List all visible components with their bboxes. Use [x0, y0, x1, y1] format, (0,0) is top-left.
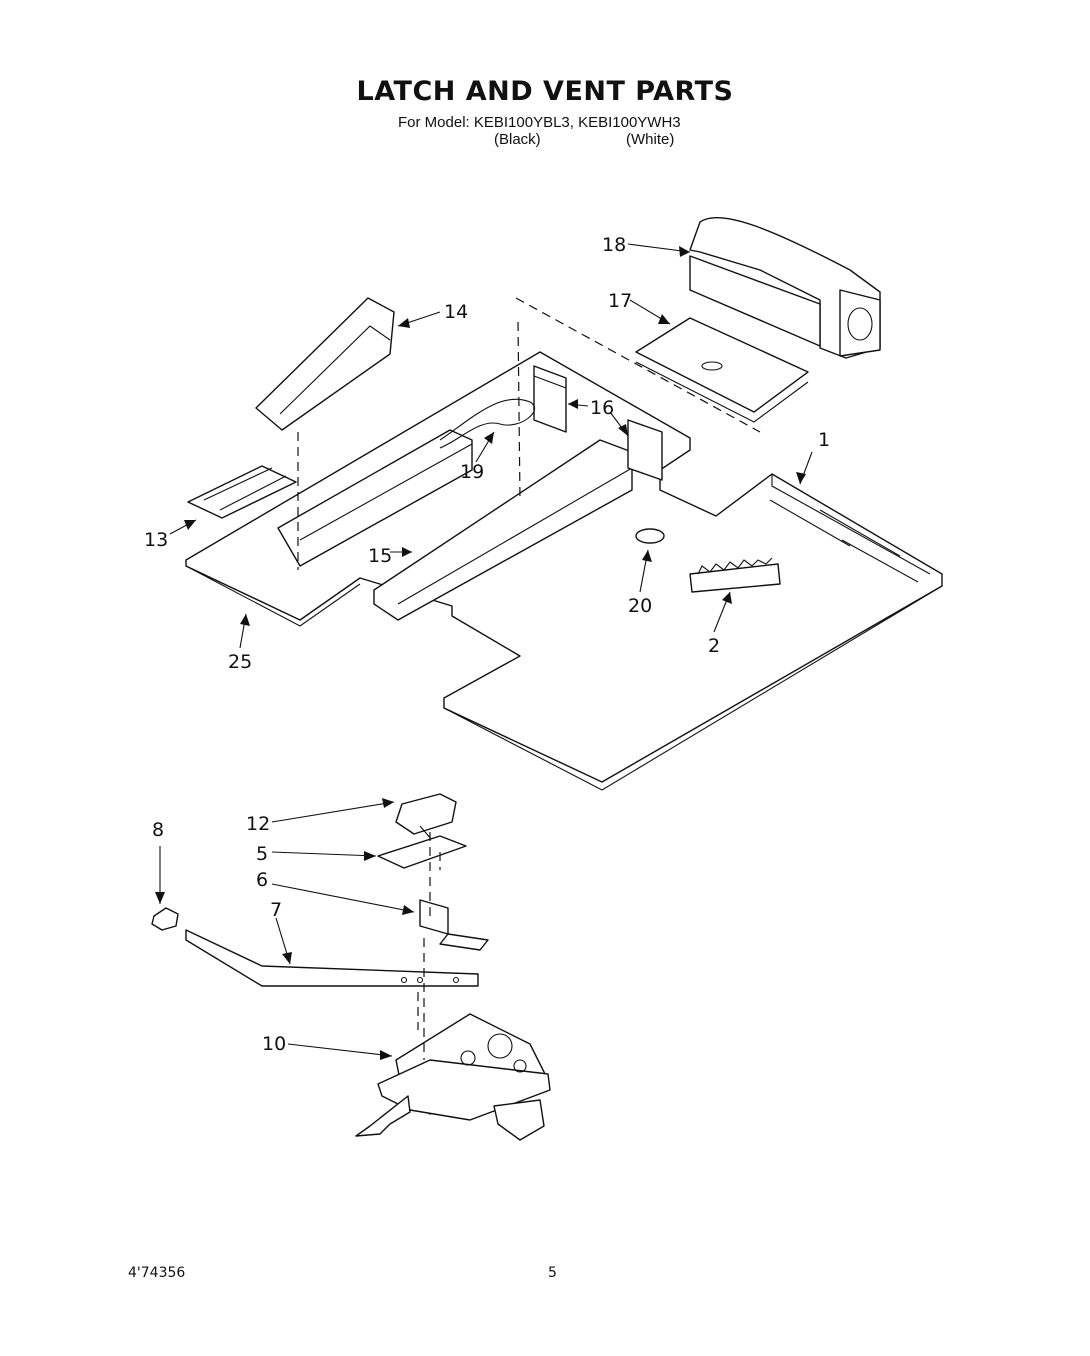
part-13-plate [187, 465, 297, 519]
page-number: 5 [548, 1265, 557, 1281]
part-19-hose [439, 398, 536, 449]
part-17-mounting-plate [635, 317, 809, 423]
callout-19: 19 [460, 461, 484, 483]
leader-lines [155, 243, 813, 1060]
callout-8: 8 [152, 819, 164, 841]
callout-1: 1 [818, 429, 830, 451]
part-18-fan-motor [689, 216, 881, 359]
model-line: For Model: KEBI100YBL3, KEBI100YWH3 [398, 114, 681, 131]
callout-2: 2 [708, 635, 720, 657]
callout-7: 7 [270, 899, 282, 921]
part-8-bumper [151, 907, 179, 931]
callout-17: 17 [608, 290, 632, 312]
variant-white-label: (White) [626, 131, 675, 148]
document-number: 4'74356 [128, 1265, 186, 1281]
callout-16: 16 [590, 397, 614, 419]
part-7-latch-rod [185, 929, 479, 987]
callout-12: 12 [246, 813, 270, 835]
callout-10: 10 [262, 1033, 286, 1055]
variant-black-label: (Black) [494, 131, 541, 148]
callout-15: 15 [368, 545, 392, 567]
callout-18: 18 [602, 234, 626, 256]
part-14-vent-hood [255, 297, 395, 431]
callout-25: 25 [228, 651, 252, 673]
part-1-top-panel [185, 351, 943, 791]
callout-14: 14 [444, 301, 468, 323]
part-6-shield [419, 899, 489, 951]
part-15-vent-ducts [277, 429, 633, 621]
callout-6: 6 [256, 869, 268, 891]
part-10-latch-assembly [355, 1013, 551, 1141]
callout-5: 5 [256, 843, 268, 865]
callout-13: 13 [144, 529, 168, 551]
part-20-clip [635, 528, 665, 544]
part-2-terminal-block [689, 557, 781, 593]
part-5-bracket [377, 835, 467, 869]
part-16-brackets [533, 365, 663, 481]
assembly-lines [297, 297, 761, 1060]
callout-20: 20 [628, 595, 652, 617]
callout-labels: 18 17 14 16 1 19 13 15 20 2 25 8 12 5 6 … [144, 234, 830, 1055]
page-title: LATCH AND VENT PARTS [356, 76, 734, 107]
